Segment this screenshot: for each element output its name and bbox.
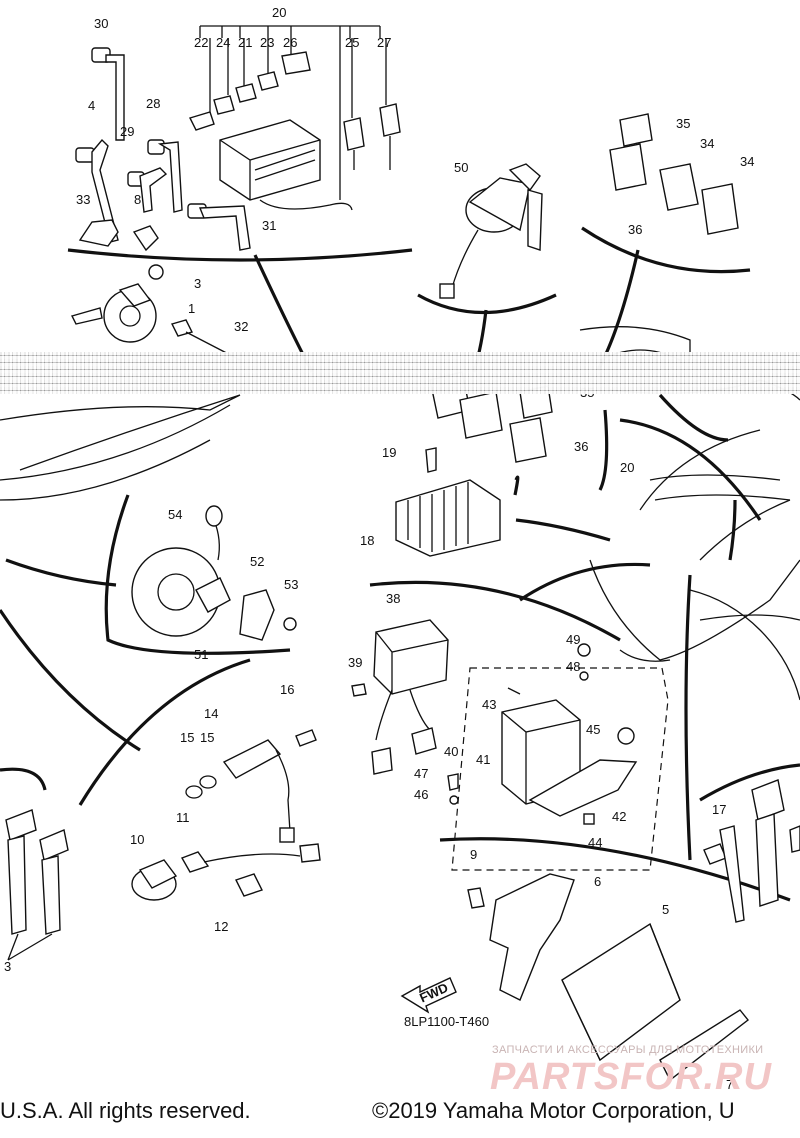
callout-9: 9 [470,847,477,862]
callout-52: 52 [250,554,264,569]
callout-54: 54 [168,507,182,522]
fuse-box-group [189,51,401,211]
callout-53: 53 [284,577,298,592]
callout-50: 50 [454,160,468,175]
footer-copyright: ©2019 Yamaha Motor Corporation, U [372,1098,735,1123]
callout-42: 42 [612,809,626,824]
drawing-code: 8LP1100-T460 [404,1014,489,1029]
callout-15-a: 15 [180,730,194,745]
callout-11: 11 [176,810,190,825]
callout-41: 41 [476,752,490,767]
callout-7: 7 [726,1077,733,1092]
callout-5: 5 [662,902,669,917]
callout-43: 43 [482,697,496,712]
callout-4: 4 [88,98,95,113]
callout-28: 28 [146,96,160,111]
callout-6: 6 [594,874,601,889]
callout-40: 40 [444,744,458,759]
callout-31: 31 [262,218,276,233]
callout-22: 22 [194,35,208,50]
relays-top [609,113,739,235]
callout-3-top: 3 [194,276,201,291]
main-switch [439,163,543,299]
callout-47: 47 [414,766,428,781]
harness-clips-group [75,47,251,252]
callout-18: 18 [360,533,374,548]
pressure-switch-group [131,843,321,901]
callout-44: 44 [588,835,602,850]
callout-12: 12 [214,919,228,934]
ignition-coils-left [5,809,69,961]
battery-bracket-group [467,873,749,1082]
pickup-coil-group [131,505,297,641]
callout-23: 23 [260,35,274,50]
callout-29: 29 [120,124,134,139]
horn-group [70,264,241,361]
callout-32: 32 [234,319,248,334]
footer-rights: U.S.A. All rights reserved. [0,1098,251,1123]
callout-35-top: 35 [676,116,690,131]
callout-27: 27 [377,35,391,50]
callout-14: 14 [204,706,218,721]
watermark-logo: PARTSFOR.RU [490,1056,772,1098]
rectifier-group [395,371,553,557]
callout-38: 38 [386,591,400,606]
callout-36-mid: 36 [574,439,588,454]
callout-3-left: 3 [4,959,11,974]
callout-36-top: 36 [628,222,642,237]
callout-25: 25 [345,35,359,50]
callout-15-b: 15 [200,730,214,745]
callout-30: 30 [94,16,108,31]
callout-51: 51 [194,647,208,662]
callout-26: 26 [283,35,297,50]
crank-sensor-group [185,729,317,843]
callout-45: 45 [586,722,600,737]
callout-21: 21 [238,35,252,50]
callout-34-a: 34 [700,136,714,151]
callout-labels: 30 20 22 24 21 23 26 25 27 4 28 29 33 8 … [4,5,754,1092]
callout-16: 16 [280,682,294,697]
ignition-coil-right [703,779,800,923]
callout-39: 39 [348,655,362,670]
dashed-assembly-box [451,667,669,871]
ecu-bracket-group [447,643,638,825]
callout-1: 1 [188,301,195,316]
callout-20: 20 [272,5,286,20]
callout-48: 48 [566,659,580,674]
callout-34-b: 34 [740,154,754,169]
callout-33: 33 [76,192,90,207]
vehicle-outline [0,326,800,701]
callout-19: 19 [382,445,396,460]
callout-10: 10 [130,832,144,847]
callout-20-mid: 20 [620,460,634,475]
forward-arrow: FWD [400,977,457,1014]
callout-49: 49 [566,632,580,647]
callout-17: 17 [712,802,726,817]
watermark-tagline: ЗАПЧАСТИ И АКСЕССУАРЫ ДЛЯ МОТОТЕХНИКИ [492,1044,764,1056]
callout-46: 46 [414,787,428,802]
callout-8: 8 [134,192,141,207]
callout-24: 24 [216,35,230,50]
group-leader-lines [0,25,800,902]
ecu-group [351,619,449,775]
scan-noise-overlay [0,352,800,394]
